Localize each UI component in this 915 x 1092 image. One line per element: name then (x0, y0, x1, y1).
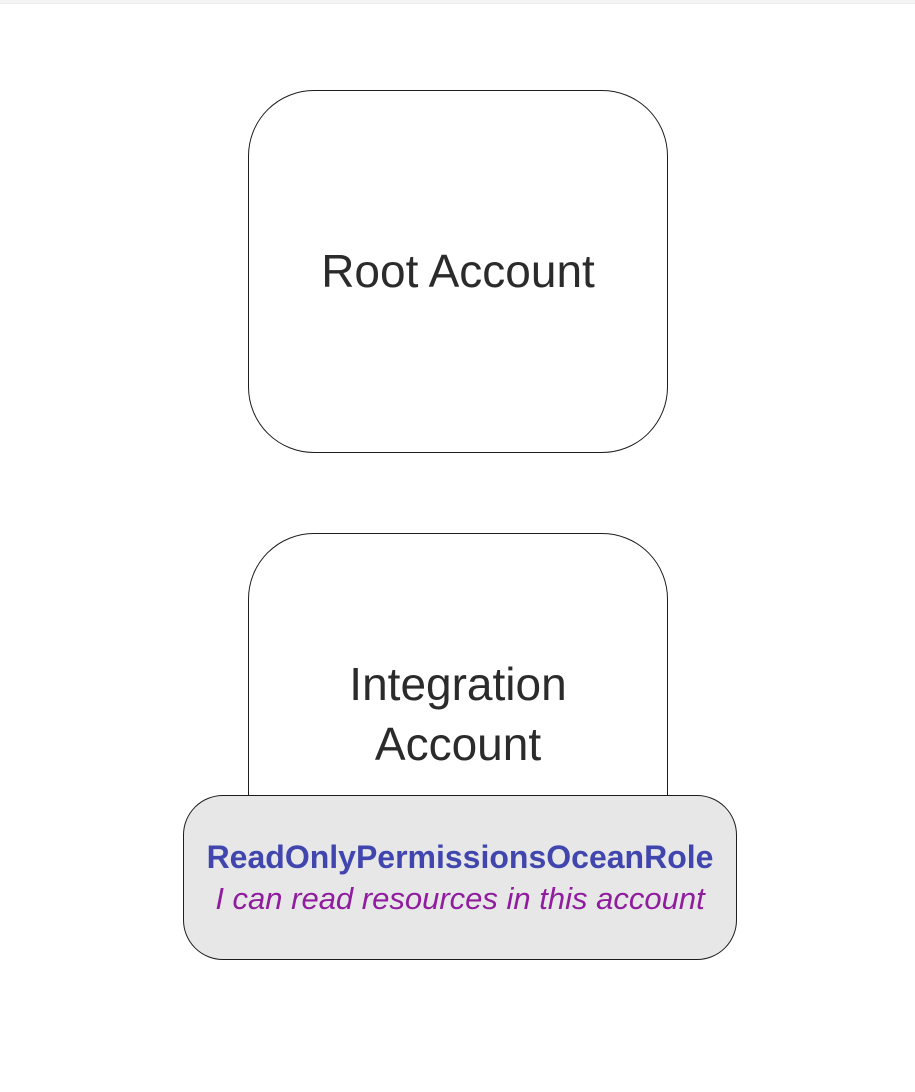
integration-account-label: Integration Account (349, 657, 567, 770)
root-account-label: Root Account (321, 244, 595, 297)
role-badge: ReadOnlyPermissionsOceanRole I can read … (183, 795, 737, 960)
node-root-account: Root Account (248, 90, 668, 453)
page-top-border (0, 0, 915, 4)
role-name: ReadOnlyPermissionsOceanRole (206, 838, 714, 875)
role-description: I can read resources in this account (215, 880, 705, 916)
